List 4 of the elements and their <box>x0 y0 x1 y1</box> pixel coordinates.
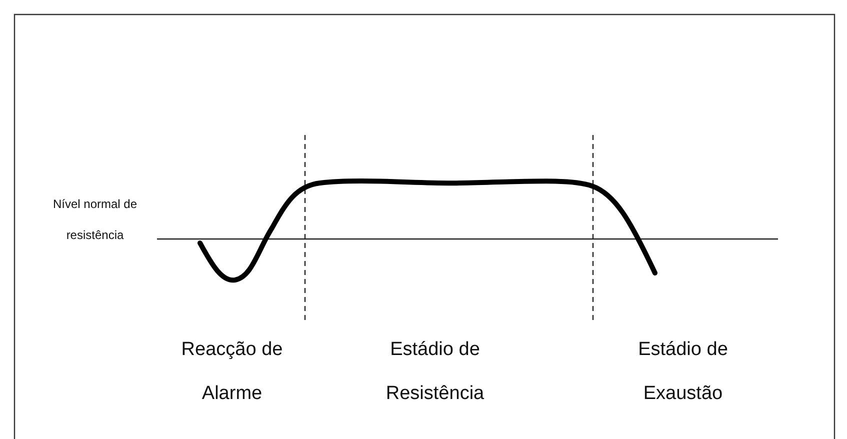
axis-label: Nível normal de resistência <box>52 196 138 244</box>
phase-label: Reacção de Alarme <box>180 338 284 406</box>
phase-label: Estádio de Resistência <box>384 338 486 406</box>
phase-label: Estádio de Exaustão <box>637 338 729 406</box>
